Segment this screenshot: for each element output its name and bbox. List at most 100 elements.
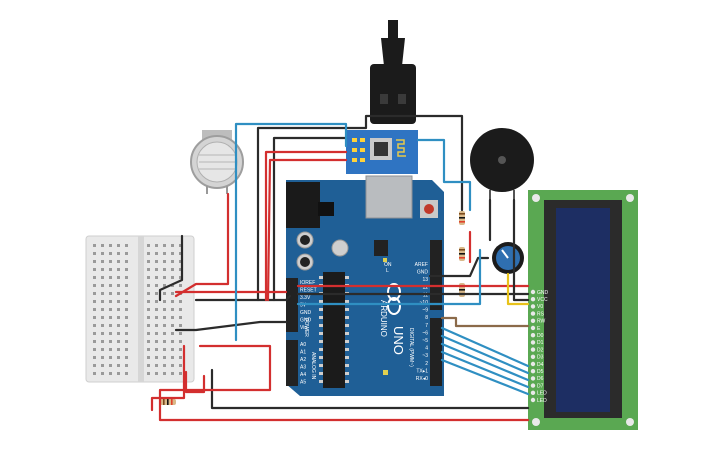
pin-label: 7 [425, 323, 428, 329]
lcd-pin-label: E [537, 326, 541, 332]
pin-label: TX▸1 [416, 368, 428, 374]
pin-label: ~5 [422, 338, 428, 344]
lcd-pin[interactable] [530, 297, 536, 302]
red-wire [264, 150, 348, 302]
lcd-pin[interactable] [530, 304, 536, 309]
lcd-pin-label: GND [537, 290, 549, 296]
pin-label: A0 [300, 342, 306, 348]
piezo-buzzer[interactable] [470, 128, 534, 200]
blue-wire [416, 138, 472, 212]
blue-wire [440, 342, 530, 382]
pin-label: ~9 [422, 308, 428, 314]
power-title: POWER [303, 318, 309, 337]
pin-label: IOREF [300, 280, 315, 286]
lcd-pin[interactable] [530, 318, 536, 323]
black-wire [256, 114, 464, 302]
brown-wire [440, 316, 530, 328]
power-jack [286, 182, 320, 228]
pin-label: AREF [415, 262, 428, 268]
blue-wire [296, 248, 482, 306]
pin-label: ~6 [422, 330, 428, 336]
digital-title: DIGITAL (PWM~) [408, 328, 414, 367]
lcd-pin[interactable] [530, 289, 536, 295]
pin-label: A2 [300, 357, 306, 363]
lcd-pin-label: D1 [537, 340, 544, 346]
lcd-pin[interactable] [530, 369, 536, 374]
pin-label: RX◂0 [416, 376, 428, 382]
black-wire [174, 320, 288, 332]
pin-label: 5V [300, 303, 307, 309]
lcd-pin-label: RS [537, 311, 545, 317]
lcd-pin[interactable] [530, 311, 536, 316]
lcd-pin[interactable] [530, 354, 536, 359]
lcd-pin[interactable] [530, 397, 536, 403]
black-wire [158, 234, 184, 302]
pin-label: 2 [425, 361, 428, 367]
pin-label: RESET [300, 288, 317, 294]
lcd-pin[interactable] [530, 376, 536, 381]
on-led-label: ON [384, 262, 392, 268]
lcd-pin-label: D7 [537, 383, 544, 389]
lcd-pin-label: D5 [537, 369, 544, 375]
lcd-pin-label: RW [537, 319, 546, 325]
gas-sensor[interactable] [190, 130, 244, 194]
lcd-pin-label: D2 [537, 347, 544, 353]
red-wire [174, 192, 230, 298]
yellow-wire [506, 272, 530, 306]
lcd-pin[interactable] [530, 333, 536, 338]
pin-label: Vin [300, 325, 307, 331]
red-wire [184, 370, 206, 394]
breadboard-holes [93, 244, 182, 375]
lcd-pin[interactable] [530, 390, 536, 395]
pin-label: GND [300, 310, 312, 316]
pin-label: 8 [425, 315, 428, 321]
analog-title: ANALOG IN [310, 352, 316, 380]
lcd-pin-label: VCC [537, 297, 548, 303]
pin-label: ~11 [420, 292, 428, 298]
resistor[interactable] [160, 399, 176, 405]
pin-label: ~3 [422, 353, 428, 359]
pin-label: 12 [422, 285, 428, 291]
lcd-pin-label: D4 [537, 362, 544, 368]
potentiometer[interactable] [492, 242, 524, 274]
blue-wire [234, 122, 348, 342]
pin-label: GND [417, 270, 429, 276]
mini-breadboard[interactable] [85, 235, 195, 383]
blue-wire [440, 326, 530, 368]
lcd-pin[interactable] [530, 347, 536, 352]
lcd-pin[interactable] [530, 325, 536, 331]
red-wire [150, 344, 186, 412]
pin-label: 13 [422, 277, 428, 283]
esp8266-wifi-module[interactable] [346, 130, 418, 174]
blue-wire [440, 350, 530, 389]
lcd-pin[interactable] [530, 383, 536, 388]
resistor[interactable] [459, 247, 465, 261]
arduino-logo-icon [387, 283, 401, 315]
resistor[interactable] [459, 211, 465, 225]
digital-header-low[interactable] [430, 318, 442, 386]
lcd-pin-label: V0 [537, 304, 543, 310]
red-wire [266, 158, 348, 302]
lcd-pin-label: LED [537, 391, 547, 397]
wires [150, 114, 530, 422]
blue-wire [440, 358, 530, 396]
usb-cable [370, 20, 416, 124]
analog-header[interactable] [286, 340, 298, 386]
lcd-pin[interactable] [530, 361, 536, 367]
black-wire [210, 368, 530, 410]
model-label: UNO [391, 326, 406, 355]
lcd-pin[interactable] [530, 340, 536, 345]
reset-button[interactable] [420, 200, 438, 218]
black-wire [272, 136, 348, 302]
pin-label: 3.3V [300, 295, 311, 301]
black-wire [428, 256, 490, 278]
blue-wire [440, 334, 530, 375]
pin-label: A5 [300, 380, 306, 386]
power-header[interactable] [286, 278, 298, 332]
